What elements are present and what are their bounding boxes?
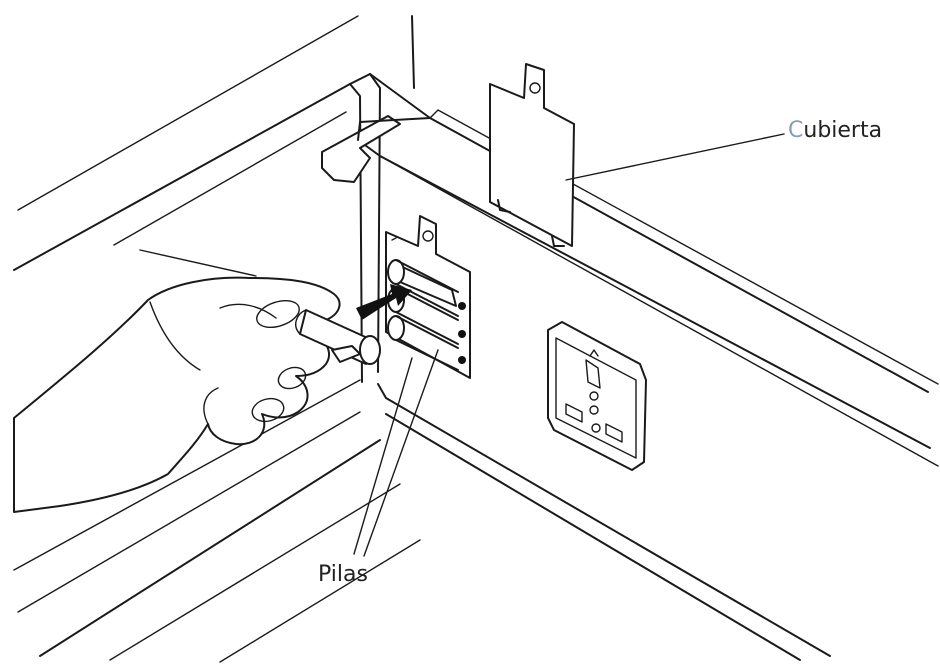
cover-label: Cubierta bbox=[788, 120, 882, 142]
top-ledge bbox=[321, 115, 431, 183]
cabinet-back-edge bbox=[411, 15, 415, 89]
cabinet-base bbox=[13, 379, 421, 663]
hand bbox=[13, 276, 381, 513]
battery-cell bbox=[387, 315, 466, 371]
cover-label-initial: C bbox=[788, 118, 804, 143]
cabinet-top-panel bbox=[13, 15, 359, 271]
front-panel bbox=[357, 73, 939, 661]
battery-compartment bbox=[385, 215, 471, 379]
batteries-label: Pilas bbox=[318, 564, 368, 586]
floor-detail bbox=[139, 249, 257, 277]
insertion-arrow bbox=[356, 284, 412, 320]
power-socket bbox=[547, 321, 647, 471]
cover-label-rest: ubierta bbox=[803, 118, 883, 143]
batteries-label-text: Pilas bbox=[318, 562, 368, 587]
batteries-callout-line bbox=[353, 349, 439, 557]
cover-lid bbox=[489, 63, 575, 247]
cabinet-side-wall bbox=[349, 73, 381, 383]
cover-callout-line bbox=[565, 133, 785, 181]
